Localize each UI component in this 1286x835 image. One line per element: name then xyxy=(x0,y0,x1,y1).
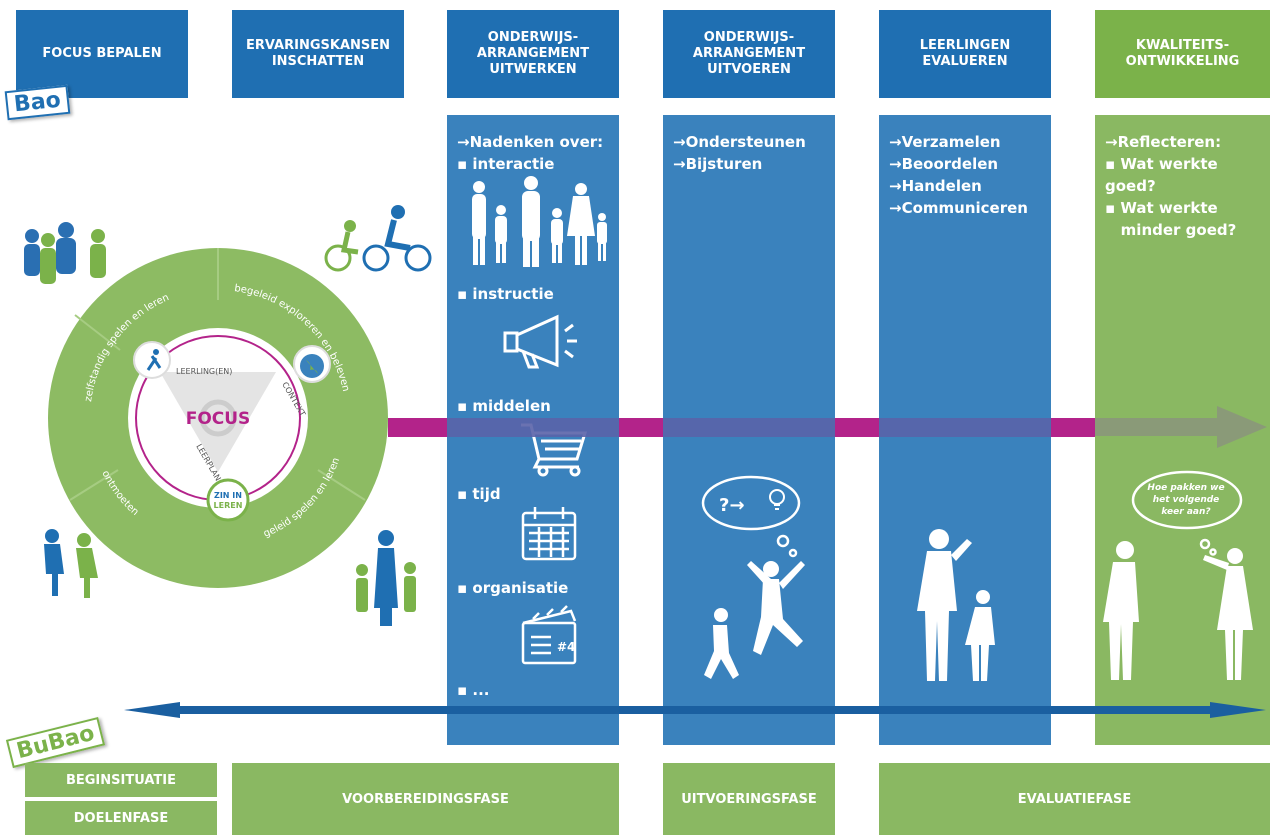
megaphone-icon xyxy=(503,314,577,369)
header-ervaringskansen: ERVARINGSKANSEN INSCHATTEN xyxy=(232,10,404,98)
bao-badge: Bao xyxy=(4,84,71,121)
svg-text:geleid spelen en leren: geleid spelen en leren xyxy=(262,456,342,540)
outer-ring xyxy=(48,248,388,588)
col-uitvoeren-item-bijsturen: →Bijsturen xyxy=(673,155,763,173)
col-uitwerken-item-organisatie: ▪ organisatie xyxy=(457,579,569,597)
col-evalueren-item-communiceren: →Communiceren xyxy=(889,199,1028,217)
svg-text:begeleid exploreren en beleven: begeleid exploreren en beleven xyxy=(234,283,352,393)
col-uitwerken-item-middelen: ▪ middelen xyxy=(457,397,551,415)
header-arrangement-uitwerken: ONDERWIJS- ARRANGEMENT UITWERKEN xyxy=(447,10,619,98)
footer-doelenfase: DOELENFASE xyxy=(25,801,217,835)
header-arrangement-uitvoeren: ONDERWIJS- ARRANGEMENT UITVOEREN xyxy=(663,10,835,98)
magenta-band-1 xyxy=(388,418,447,437)
bicycle-riders-icon xyxy=(324,205,432,272)
jumping-children-illustration: ?→ xyxy=(701,475,805,679)
reflection-dialogue-illustration xyxy=(1103,470,1253,680)
walking-children-icon xyxy=(44,529,98,598)
bubao-badge: BuBao xyxy=(5,716,106,769)
ring-label-zelfstandig: zelfstandig spelen en leren xyxy=(83,292,171,402)
col-uitwerken-item-etc: ▪ ... xyxy=(457,681,490,699)
col-uitwerken-item-instructie: ▪ instructie xyxy=(457,285,554,303)
svg-text:zelfstandig spelen en leren: zelfstandig spelen en leren xyxy=(83,292,171,402)
inner-magenta-ring xyxy=(135,335,301,501)
reflection-bubble-text: Hoe pakken we het volgende keer aan? xyxy=(1147,483,1225,517)
column-uitvoeren: →Ondersteunen →Bijsturen ?→ xyxy=(663,115,835,745)
header-kwaliteitsontwikkeling: KWALITEITS- ONTWIKKELING xyxy=(1095,10,1270,98)
mother-children-icon xyxy=(356,530,416,626)
ring-label-geleid: geleid spelen en leren xyxy=(262,456,342,540)
children-group-top-left xyxy=(24,222,76,276)
shopping-cart-icon xyxy=(521,423,588,477)
focus-center-label: FOCUS xyxy=(186,409,251,429)
col-uitvoeren-item-ondersteunen: →Ondersteunen xyxy=(673,133,806,151)
focus-triangle xyxy=(160,372,276,472)
svg-text:ontmoeten: ontmoeten xyxy=(99,469,140,518)
ring-label-begeleid: begeleid exploreren en beleven xyxy=(234,283,352,393)
col-kwaliteit-item-reflecteren: →Reflecteren: xyxy=(1105,133,1222,151)
col-evalueren-item-beoordelen: →Beoordelen xyxy=(889,155,999,173)
leerling-label: LEERLING(EN) xyxy=(176,367,232,376)
column-evalueren: →Verzamelen →Beoordelen →Handelen →Commu… xyxy=(879,115,1051,745)
col-kwaliteit-item-minder-1: ▪ Wat werkte xyxy=(1105,199,1218,217)
leerling-icon xyxy=(133,341,171,379)
inner-circle xyxy=(128,328,308,508)
calendar-icon xyxy=(521,507,577,561)
clapperboard-icon: #4 xyxy=(521,605,577,665)
footer-uitvoeringsfase: UITVOERINGSFASE xyxy=(663,763,835,835)
col-evalueren-item-verzamelen: →Verzamelen xyxy=(889,133,1001,151)
footer-voorbereidingsfase: VOORBEREIDINGSFASE xyxy=(232,763,619,835)
thought-bubble-text: ?→ xyxy=(719,495,745,516)
svg-text:ZIN IN: ZIN IN xyxy=(214,491,242,500)
magenta-band-2 xyxy=(619,418,663,437)
focus-target-icon xyxy=(199,399,237,437)
footer-beginsituatie: BEGINSITUATIE xyxy=(25,763,217,797)
teacher-child-silhouette xyxy=(917,529,995,681)
family-silhouette-icon xyxy=(472,176,607,267)
header-focus-bepalen: FOCUS BEPALEN xyxy=(16,10,188,98)
context-label: CONTEXT xyxy=(280,381,307,419)
col-uitwerken-item-tijd: ▪ tijd xyxy=(457,485,501,503)
col-evalueren-item-handelen: →Handelen xyxy=(889,177,982,195)
magenta-band-4 xyxy=(1051,418,1095,437)
column-uitwerken: →Nadenken over: ▪ interactie ▪ instructi… xyxy=(447,115,619,745)
svg-text:LEREN: LEREN xyxy=(214,501,243,510)
col-kwaliteit-item-minder-2: minder goed? xyxy=(1105,221,1237,239)
magenta-band-3 xyxy=(835,418,879,437)
col-uitwerken-item-interactie: ▪ interactie xyxy=(457,155,555,173)
header-leerlingen-evalueren: LEERLINGEN EVALUEREN xyxy=(879,10,1051,98)
column-kwaliteit: →Reflecteren: ▪ Wat werkte goed? ▪ Wat w… xyxy=(1095,115,1270,745)
col-uitwerken-intro: →Nadenken over: xyxy=(457,133,604,151)
footer-evaluatiefase: EVALUATIEFASE xyxy=(879,763,1270,835)
leerplan-label: LEERPLAN xyxy=(194,443,222,483)
col-kwaliteit-item-goed: ▪ Wat werkte goed? xyxy=(1105,155,1218,195)
children-group-top-left-green xyxy=(40,229,106,284)
ring-label-ontmoeten: ontmoeten xyxy=(99,469,140,518)
svg-text:#4: #4 xyxy=(557,640,575,654)
context-globe-icon xyxy=(293,345,331,383)
